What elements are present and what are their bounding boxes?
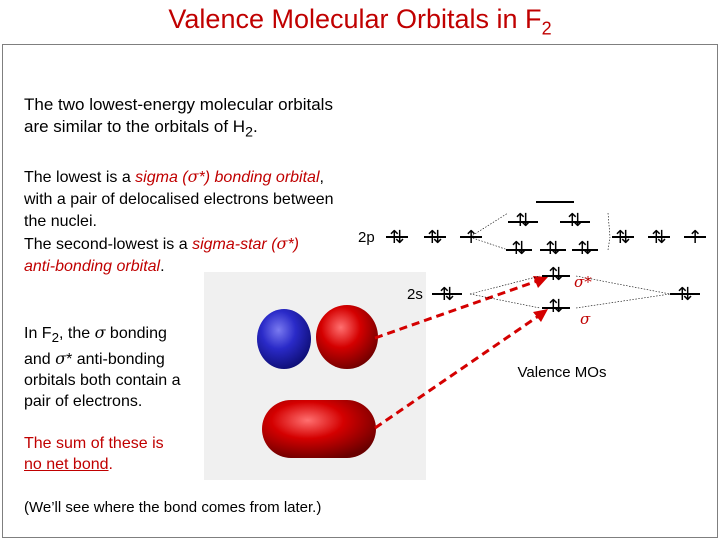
sigma-bonding-orbital: *) bonding orbital [198, 169, 320, 186]
electron-pair-icon: ⇅ [427, 227, 442, 248]
f2-line-3: orbitals both contain a [24, 372, 181, 390]
energy-levels [386, 201, 706, 309]
label-sigma-star: σ* [574, 273, 592, 291]
f2-l1-prefix: In F [24, 325, 52, 342]
f2-line-2: and σ* anti-bonding [24, 348, 214, 370]
label-2p: 2p [358, 229, 375, 246]
lowest-line-4: The second-lowest is a sigma-star (σ*) [24, 233, 384, 256]
no-net-bond: no net bond [24, 456, 109, 473]
intro-line-2-suffix: . [252, 117, 258, 136]
corr-line [607, 236, 611, 251]
intro-line-1: The two lowest-energy molecular orbitals [24, 95, 333, 114]
later-note: (We’ll see where the bond comes from lat… [24, 499, 322, 516]
sigma-star-lobe-blue [257, 309, 311, 369]
sigma-word: sigma ( [135, 169, 188, 186]
sigma-symbol: σ [187, 167, 199, 186]
lowest-prefix: The lowest is a [24, 169, 136, 186]
lowest-line-3: the nuclei. [24, 213, 97, 230]
corr-line [607, 212, 611, 238]
corr-line [575, 275, 671, 295]
corr-line [575, 293, 671, 309]
pointer-line-sigma-star [374, 278, 541, 340]
intro-line-2-text: are similar to the orbitals of H [24, 117, 246, 136]
intro-paragraph: The two lowest-energy molecular orbitals… [24, 94, 404, 143]
electron-single-icon: ↑ [463, 227, 478, 248]
sigma-star-close: *) [287, 236, 300, 253]
f2-l2-prefix: and [24, 351, 56, 369]
electron-pair-icon: ⇅ [515, 210, 530, 231]
corr-line [469, 212, 509, 238]
sum-line-2: no net bond. [24, 454, 214, 475]
sum-paragraph: The sum of these is no net bond. [24, 433, 214, 475]
label-2s: 2s [407, 286, 423, 303]
slide-title-subscript: 2 [541, 18, 552, 39]
f2-l1-sub: 2 [51, 330, 59, 346]
lowest-line-2: with a pair of delocalised electrons bet… [24, 191, 334, 208]
f2-paragraph: In F2, the σ bonding and σ* anti-bonding… [24, 322, 214, 412]
sum-line-1: The sum of these is [24, 435, 164, 452]
electron-single-icon: ↑ [687, 227, 702, 248]
electron-pair-icon: ⇅ [651, 227, 666, 248]
sigma-star-word: sigma-star ( [192, 236, 277, 253]
lowest-period: . [160, 258, 165, 275]
lowest-comma: , [319, 169, 324, 186]
electron-pair-icon: ⇅ [567, 210, 582, 231]
pointer-arrowhead-sigma [533, 309, 548, 322]
sigma-star-symbol: σ [276, 234, 288, 253]
lowest-line-5: anti-bonding orbital. [24, 256, 384, 278]
label-sigma: σ [580, 310, 591, 328]
f2-l1-middle: , the [58, 325, 95, 342]
f2-l1-symbol: σ [94, 323, 106, 342]
antibonding-orbital: anti-bonding orbital [24, 258, 161, 275]
content-frame [2, 44, 718, 538]
electron-pair-icon: ⇅ [439, 284, 454, 305]
intro-line-2: are similar to the orbitals of H2. [24, 116, 404, 143]
intro-line-2-subscript: 2 [245, 124, 253, 141]
pointer-arrowhead-sigma-star [533, 276, 548, 288]
f2-line-4: pair of electrons. [24, 393, 143, 411]
electron-pair-icon: ⇅ [548, 264, 563, 285]
slide-title-text: Valence Molecular Orbitals in F [168, 4, 542, 34]
electron-pair-icon: ⇅ [511, 238, 526, 259]
lowest-line-1: The lowest is a sigma (σ*) bonding orbit… [24, 166, 384, 189]
sigma-bonding-orbital-shape [262, 400, 376, 458]
valence-mos-caption: Valence MOs [518, 364, 607, 381]
electron-pair-icon: ⇅ [389, 227, 404, 248]
f2-l2-suffix: * anti-bonding [66, 351, 165, 369]
f2-l1-suffix: bonding [105, 325, 167, 342]
lowest-orbitals-paragraph: The lowest is a sigma (σ*) bonding orbit… [24, 166, 384, 278]
sum-period: . [108, 456, 113, 473]
electron-pair-icon: ⇅ [615, 227, 630, 248]
electron-pair-icon: ⇅ [548, 296, 563, 317]
f2-l2-symbol: σ [55, 349, 67, 369]
pointer-line-sigma [374, 313, 541, 430]
corr-line [469, 236, 509, 251]
electron-pair-icon: ⇅ [677, 284, 692, 305]
slide-title: Valence Molecular Orbitals in F2 [0, 4, 720, 39]
sigma-star-lobe-red [316, 305, 378, 369]
electron-pair-icon: ⇅ [577, 238, 592, 259]
corr-line [469, 275, 541, 295]
f2-line-1: In F2, the σ bonding [24, 322, 214, 348]
second-prefix: The second-lowest is a [24, 236, 193, 253]
electron-pair-icon: ⇅ [545, 238, 560, 259]
